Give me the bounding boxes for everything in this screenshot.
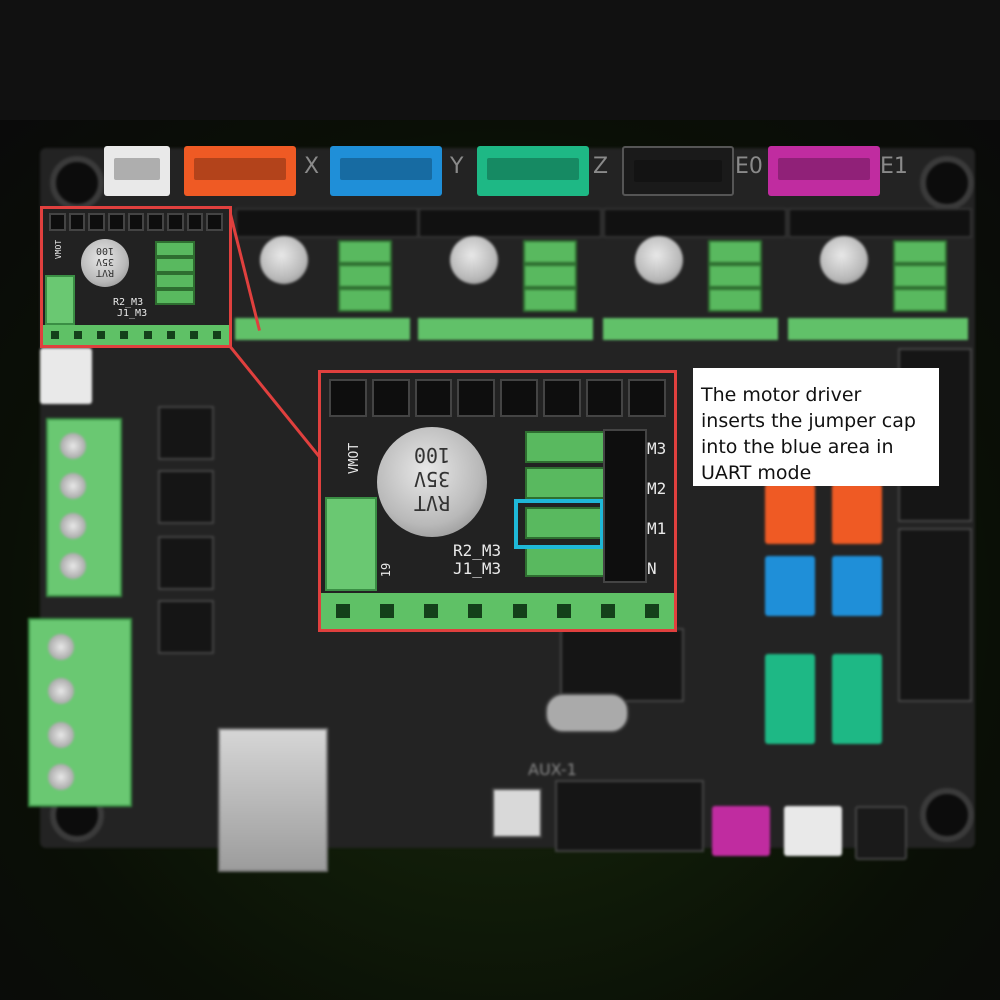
capacitor [635, 236, 683, 284]
mosfet [158, 406, 214, 460]
motor-connector-e0 [622, 146, 734, 196]
terminal-screw [48, 722, 74, 748]
pin-strip [788, 318, 968, 340]
terminal-screw [60, 473, 86, 499]
uart-jumper-highlight [514, 499, 604, 549]
pin-strip [321, 593, 674, 629]
axis-label-z: Z [593, 154, 609, 179]
side-label: N [647, 559, 657, 578]
terminal-screw [60, 513, 86, 539]
endstop-connector [832, 484, 882, 544]
jumper [525, 431, 605, 463]
jumper [155, 257, 195, 273]
silk-text: J1_M3 [117, 308, 148, 319]
jumper [155, 241, 195, 257]
capacitor [377, 427, 487, 537]
motor-connector-y [330, 146, 442, 196]
axis-label-e1: E1 [880, 154, 908, 179]
terminal-screw [48, 634, 74, 660]
mosfet [158, 536, 214, 590]
endstop-connector [765, 484, 815, 544]
jumper [525, 467, 605, 499]
pin-block [45, 275, 75, 325]
jumper [338, 288, 392, 312]
jumper [338, 264, 392, 288]
jumper [155, 289, 195, 305]
uart-callout: The motor driver inserts the jumper cap … [693, 368, 939, 486]
terminal-screw [60, 433, 86, 459]
driver-header [603, 208, 787, 238]
bottom-connector [784, 806, 842, 856]
side-label: M2 [647, 479, 667, 498]
motor-connector-x [184, 146, 296, 196]
mount-hole [920, 156, 974, 210]
jumper [708, 288, 762, 312]
jumper [523, 240, 577, 264]
aux-header [555, 780, 704, 852]
axis-label-y: Y [450, 154, 464, 179]
vmot-label: VMOT [54, 239, 64, 260]
reset-button [492, 788, 542, 838]
fan-connector-white [104, 146, 170, 196]
driver-header [418, 208, 602, 238]
capacitor [260, 236, 308, 284]
silk-text: R2_M3 [113, 297, 144, 308]
pin-strip [235, 318, 410, 340]
motor-connector-z [477, 146, 589, 196]
capacitor [450, 236, 498, 284]
driver-pin-column [603, 429, 647, 583]
driver-header [788, 208, 972, 238]
crystal [545, 693, 629, 733]
silk-text: R2_M3 [453, 541, 502, 560]
capacitor [81, 239, 129, 287]
endstop-connector [832, 556, 882, 616]
jumper [525, 545, 605, 577]
side-label: M3 [647, 439, 667, 458]
power-terminal [28, 618, 132, 807]
endstop-connector [765, 556, 815, 616]
side-connector [40, 348, 92, 404]
terminal-screw [60, 553, 86, 579]
jumper [893, 264, 947, 288]
terminal-screw [48, 764, 74, 790]
capacitor [820, 236, 868, 284]
motor-connector-e1 [768, 146, 880, 196]
axis-label-e0: E0 [735, 154, 763, 179]
mosfet [158, 600, 214, 654]
usb-port [218, 728, 328, 872]
jumper [523, 288, 577, 312]
endstop-connector [832, 654, 882, 744]
jumper [708, 240, 762, 264]
jumper [155, 273, 195, 289]
pin-strip [418, 318, 593, 340]
bottom-connector [712, 806, 770, 856]
driver-header [235, 208, 419, 238]
bottom-connector [855, 806, 907, 860]
pin-strip [603, 318, 778, 340]
mcu-chip [560, 628, 684, 702]
jumper [708, 264, 762, 288]
side-label: M1 [647, 519, 667, 538]
jumper [523, 264, 577, 288]
mosfet [158, 470, 214, 524]
pin-label: 19 [379, 562, 394, 578]
vmot-label: VMOT [347, 442, 363, 475]
endstop-connector [765, 654, 815, 744]
jumper [338, 240, 392, 264]
mount-hole [920, 788, 974, 842]
silk-text: J1_M3 [453, 559, 502, 578]
terminal-screw [48, 678, 74, 704]
axis-label-x: X [304, 154, 320, 179]
aux-label: AUX-1 [528, 760, 577, 779]
mount-hole [50, 156, 104, 210]
exp-header [898, 528, 972, 702]
jumper [893, 240, 947, 264]
pin-strip [43, 325, 229, 345]
pin-block [325, 497, 377, 591]
jumper [893, 288, 947, 312]
